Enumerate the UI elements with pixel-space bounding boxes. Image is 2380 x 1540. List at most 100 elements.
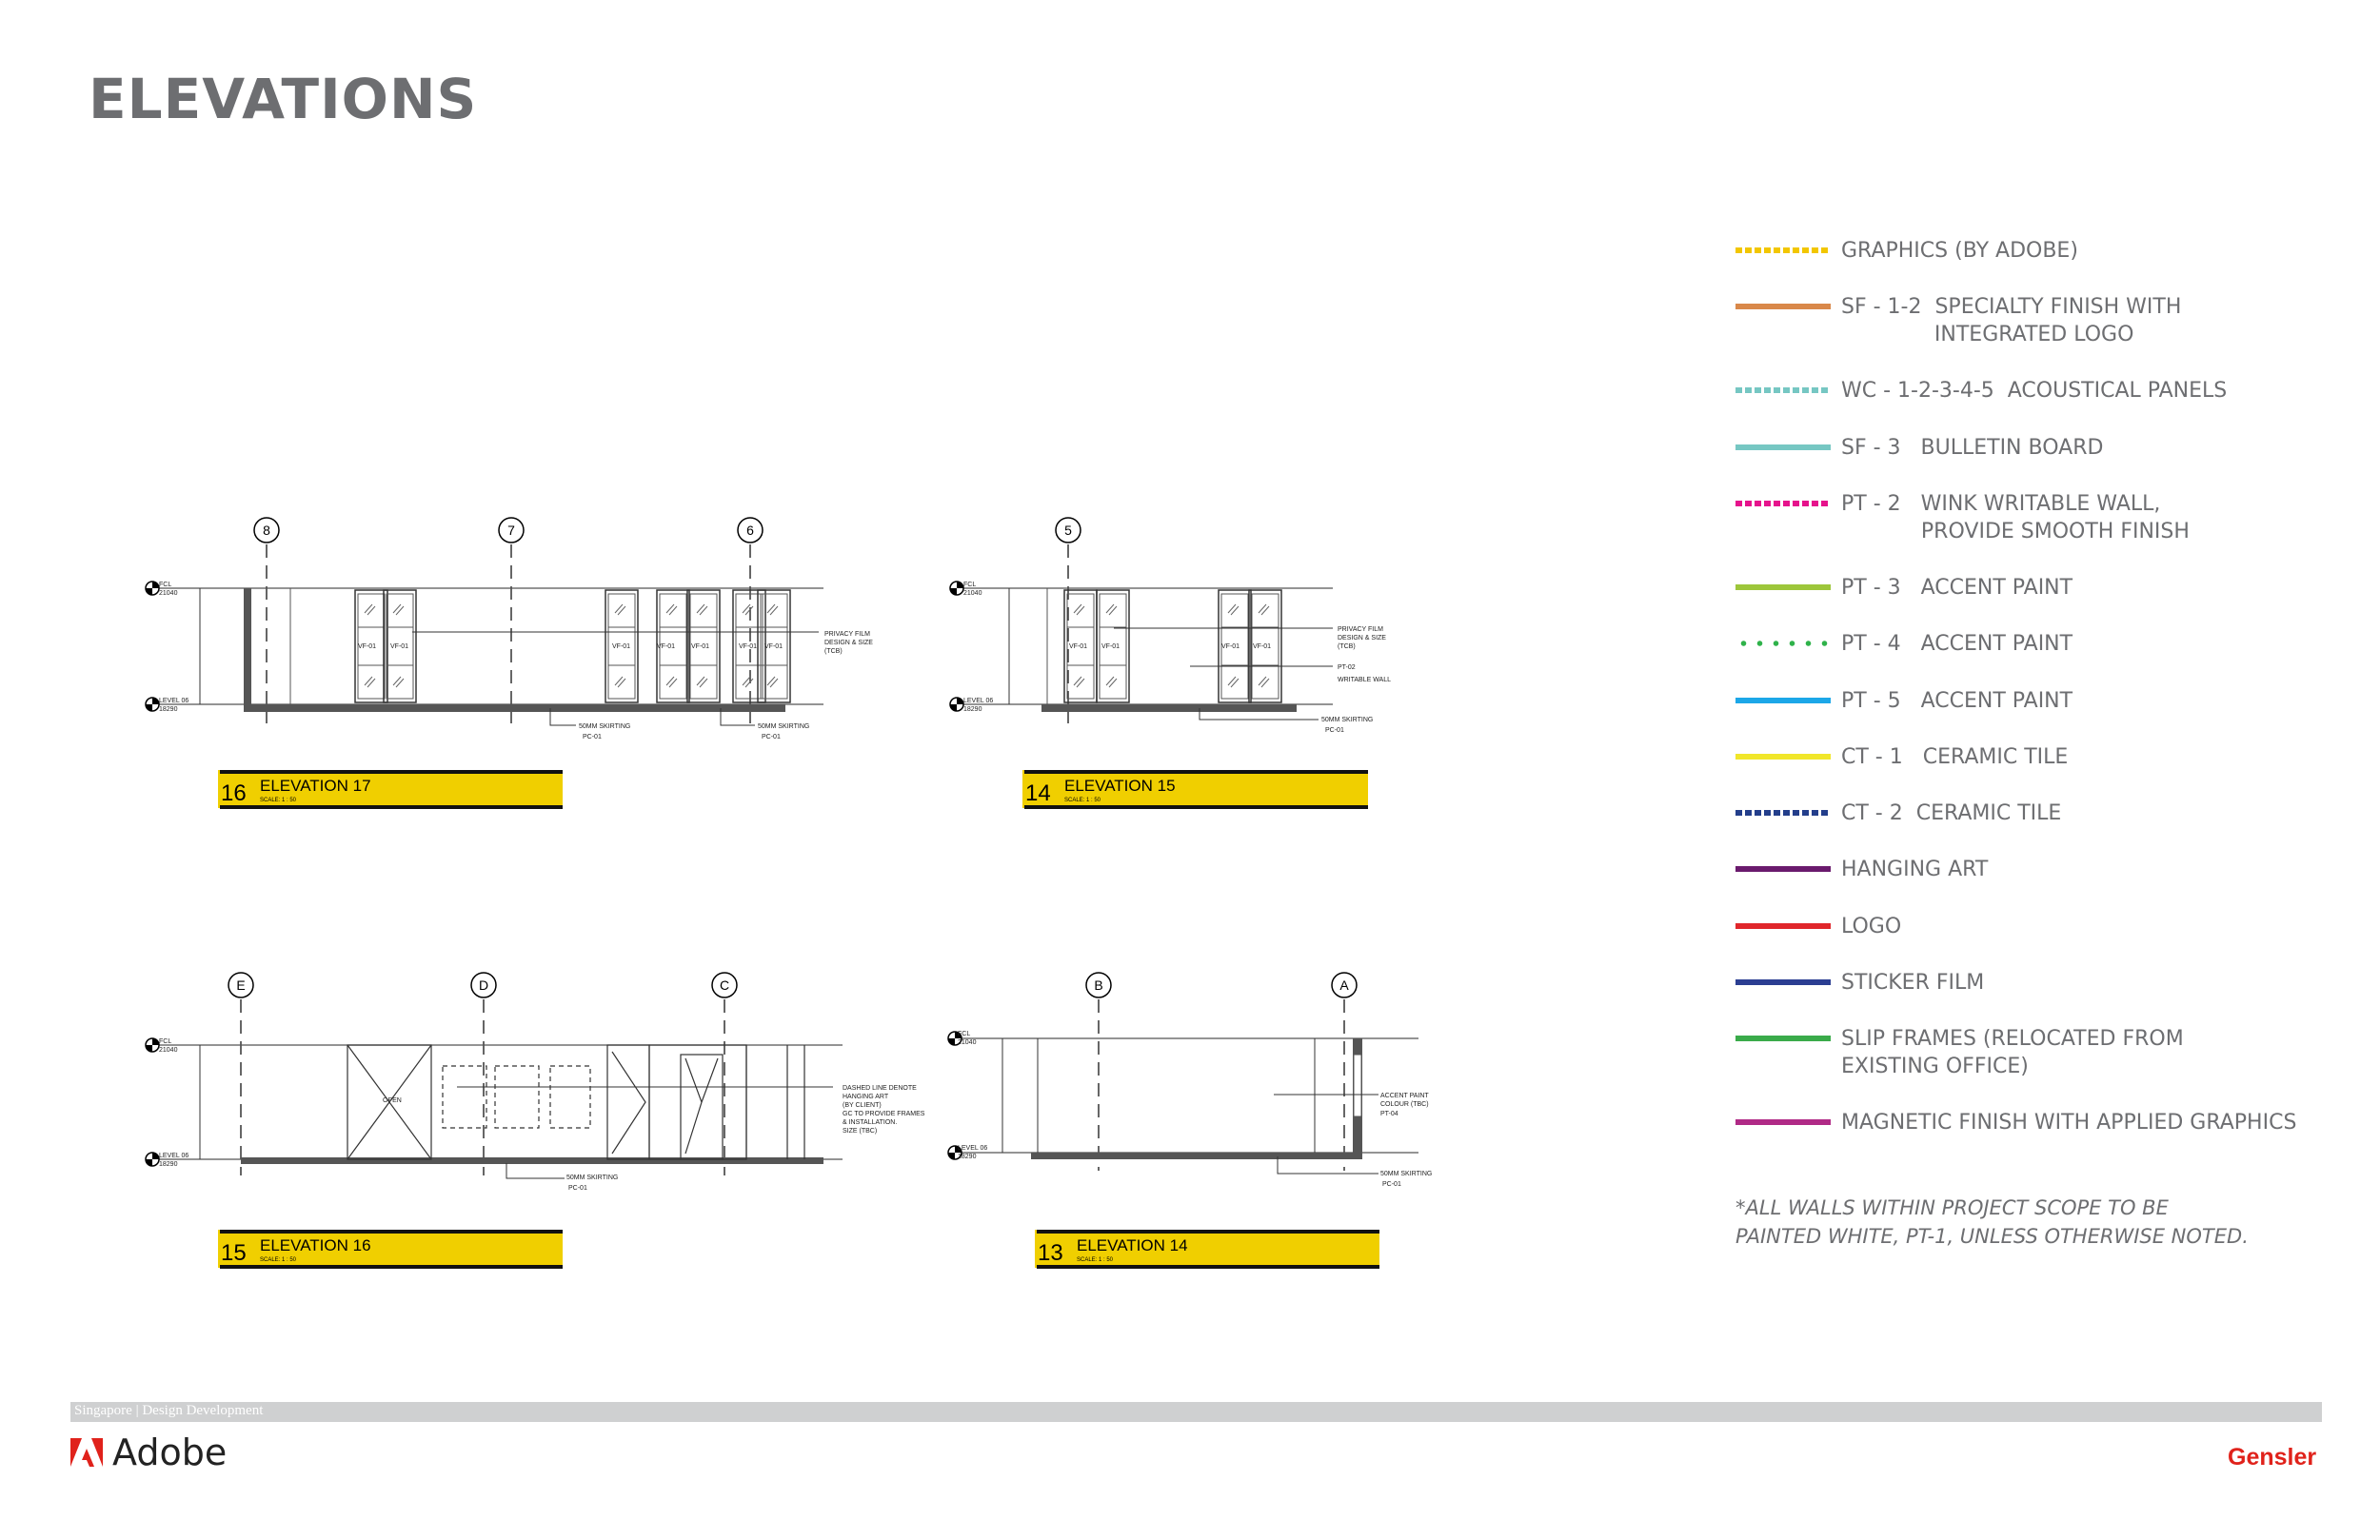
note-line: *ALL WALLS WITHIN PROJECT SCOPE TO BE: [1735, 1196, 2169, 1219]
svg-text:VF-01: VF-01: [1101, 643, 1120, 650]
svg-text:ELEVATION 17: ELEVATION 17: [260, 777, 371, 795]
adobe-wordmark: Adobe: [112, 1431, 228, 1473]
svg-text:SIZE (TBC): SIZE (TBC): [843, 1128, 877, 1135]
svg-text:PT-04: PT-04: [1380, 1111, 1398, 1117]
svg-text:15: 15: [221, 1240, 247, 1266]
general-note: *ALL WALLS WITHIN PROJECT SCOPE TO BE PA…: [1735, 1194, 2249, 1251]
svg-text:WRITABLE WALL: WRITABLE WALL: [1338, 677, 1391, 683]
svg-text:(TCB): (TCB): [824, 648, 843, 655]
svg-text:FCL: FCL: [963, 582, 976, 588]
grid-bubble-a: A: [1331, 972, 1358, 998]
legend-swatch: [1735, 641, 1831, 646]
svg-text:SCALE: 1 : 50: SCALE: 1 : 50: [1077, 1257, 1114, 1263]
legend-label: STICKER FILM: [1841, 971, 1985, 995]
grid-bubble-e: E: [228, 972, 254, 998]
legend-label: CT - 1 CERAMIC TILE: [1841, 745, 2069, 769]
legend-swatch: [1735, 1119, 1831, 1125]
svg-text:A: A: [1339, 977, 1349, 993]
svg-text:50MM SKIRTING: 50MM SKIRTING: [566, 1175, 618, 1181]
svg-text:(BY CLIENT): (BY CLIENT): [843, 1102, 882, 1109]
svg-text:VF-01: VF-01: [1253, 643, 1271, 650]
svg-text:ELEVATION 16: ELEVATION 16: [260, 1236, 371, 1254]
legend-swatch: [1735, 387, 1831, 393]
svg-text:LEVEL 06: LEVEL 06: [159, 698, 188, 704]
svg-text:HANGING ART: HANGING ART: [843, 1094, 889, 1100]
svg-text:PC-01: PC-01: [568, 1185, 587, 1192]
svg-text:PRIVACY FILM: PRIVACY FILM: [1338, 626, 1383, 633]
legend-label: SLIP FRAMES (RELOCATED FROM EXISTING OFF…: [1841, 1027, 2184, 1078]
svg-text:50MM SKIRTING: 50MM SKIRTING: [579, 723, 630, 730]
svg-text:COLOUR (TBC): COLOUR (TBC): [1380, 1101, 1429, 1108]
svg-text:21040: 21040: [159, 1047, 178, 1054]
svg-text:7: 7: [507, 523, 515, 538]
adobe-mark-icon: [70, 1438, 103, 1467]
svg-text:VF-01: VF-01: [739, 643, 757, 650]
svg-text:VF-01: VF-01: [1069, 643, 1087, 650]
svg-text:21040: 21040: [963, 590, 982, 597]
page-title: ELEVATIONS: [89, 67, 478, 131]
svg-text:18290: 18290: [958, 1154, 977, 1160]
grid-bubble-b: B: [1085, 972, 1112, 998]
legend-label: SF - 1-2 SPECIALTY FINISH WITH INTEGRATE…: [1841, 295, 2182, 346]
legend-label: PT - 3 ACCENT PAINT: [1841, 576, 2073, 600]
footer-bar: Singapore | Design Development: [70, 1402, 2322, 1422]
legend-swatch: [1735, 866, 1831, 872]
svg-text:VF-01: VF-01: [691, 643, 709, 650]
note-line: PAINTED WHITE, PT-1, UNLESS OTHERWISE NO…: [1735, 1225, 2249, 1248]
svg-text:E: E: [236, 977, 245, 993]
svg-text:VF-01: VF-01: [612, 643, 630, 650]
svg-text:6: 6: [746, 523, 754, 538]
svg-text:SCALE: 1 : 50: SCALE: 1 : 50: [1064, 798, 1101, 803]
svg-text:13: 13: [1038, 1240, 1063, 1266]
legend-swatch: [1735, 1036, 1831, 1041]
svg-text:LEVEL 06: LEVEL 06: [958, 1145, 987, 1152]
svg-text:5: 5: [1064, 523, 1072, 538]
svg-text:DESIGN & SIZE: DESIGN & SIZE: [1338, 635, 1386, 642]
svg-text:FCL: FCL: [958, 1031, 970, 1037]
legend-swatch: [1735, 754, 1831, 760]
svg-text:B: B: [1094, 977, 1102, 993]
svg-text:FCL: FCL: [159, 1038, 171, 1045]
svg-text:LEVEL 06: LEVEL 06: [159, 1153, 188, 1159]
svg-text:GC TO PROVIDE FRAMES: GC TO PROVIDE FRAMES: [843, 1111, 925, 1117]
svg-text:PC-01: PC-01: [1382, 1181, 1401, 1188]
legend-label: WC - 1-2-3-4-5 ACOUSTICAL PANELS: [1841, 379, 2228, 403]
svg-text:OPEN: OPEN: [383, 1097, 402, 1104]
svg-text:21040: 21040: [159, 590, 178, 597]
svg-text:(TCB): (TCB): [1338, 643, 1356, 650]
legend-label: PT - 2 WINK WRITABLE WALL, PROVIDE SMOOT…: [1841, 492, 2190, 543]
svg-text:ACCENT PAINT: ACCENT PAINT: [1380, 1093, 1429, 1099]
legend-label: SF - 3 BULLETIN BOARD: [1841, 436, 2104, 460]
grid-bubble-6: 6: [737, 517, 764, 543]
legend-swatch: [1735, 923, 1831, 929]
grid-bubble-5: 5: [1055, 517, 1081, 543]
legend-label: LOGO: [1841, 915, 1902, 938]
svg-text:DESIGN & SIZE: DESIGN & SIZE: [824, 640, 873, 646]
svg-text:VF-01: VF-01: [390, 643, 408, 650]
legend-label: PT - 4 ACCENT PAINT: [1841, 632, 2073, 656]
grid-bubble-7: 7: [498, 517, 525, 543]
legend-swatch: [1735, 979, 1831, 985]
legend-label: HANGING ART: [1841, 858, 1989, 881]
svg-text:VF-01: VF-01: [1221, 643, 1240, 650]
svg-text:18290: 18290: [159, 706, 178, 713]
svg-text:PC-01: PC-01: [583, 734, 602, 740]
svg-text:50MM SKIRTING: 50MM SKIRTING: [1321, 717, 1373, 723]
legend-swatch: [1735, 698, 1831, 703]
legend-label: GRAPHICS (BY ADOBE): [1841, 239, 2078, 263]
svg-text:18290: 18290: [159, 1161, 178, 1168]
svg-text:14: 14: [1025, 780, 1051, 806]
svg-text:LEVEL 06: LEVEL 06: [963, 698, 993, 704]
svg-text:SCALE: 1 : 50: SCALE: 1 : 50: [260, 798, 297, 803]
svg-text:PT-02: PT-02: [1338, 664, 1356, 671]
legend-swatch: [1735, 584, 1831, 590]
svg-text:VF-01: VF-01: [657, 643, 675, 650]
svg-text:VF-01: VF-01: [764, 643, 783, 650]
